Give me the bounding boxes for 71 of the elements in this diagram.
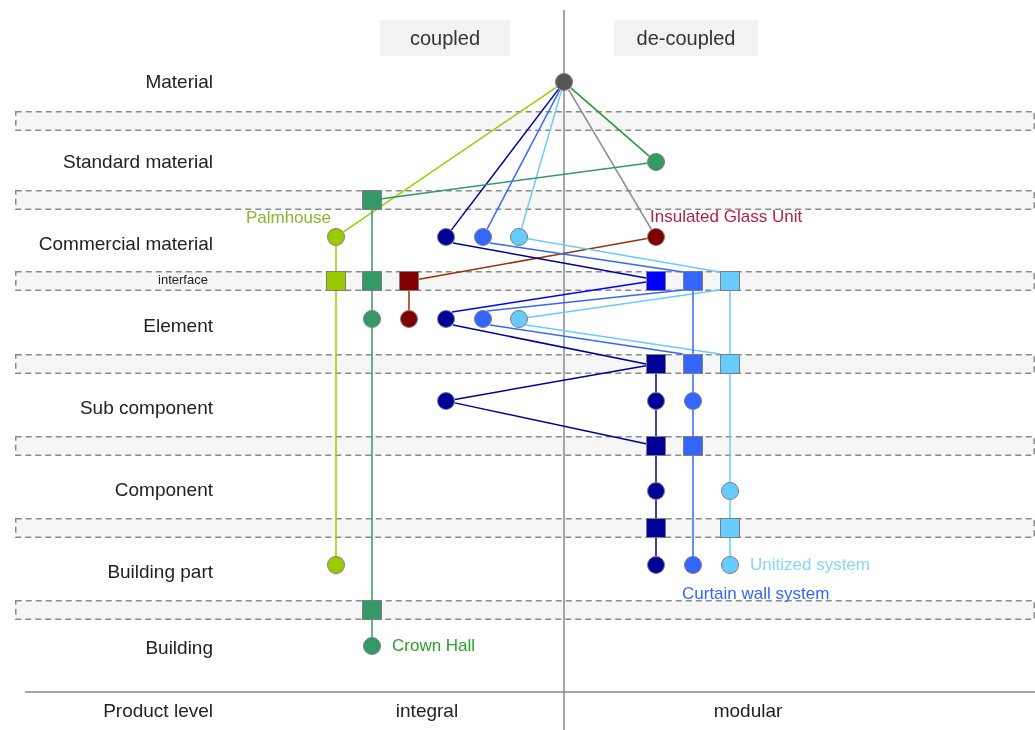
connector-line [655,499,657,519]
row-label: Element [143,314,213,338]
square-node [362,600,382,620]
connector-line [567,89,653,230]
connector-line [729,373,731,483]
square-node [683,436,703,456]
connector-line [527,289,721,319]
node-caption: Unitized system [750,555,870,575]
connector-line [692,290,694,355]
connector-line [729,499,731,519]
square-node [646,518,666,538]
node-caption: Curtain wall system [682,584,830,604]
axis-label: modular [713,699,783,723]
connector-line [729,537,731,557]
square-node [646,271,666,291]
connector-line [454,402,647,445]
node-caption: Crown Hall [392,636,476,656]
connector-line [570,87,650,157]
connector-line [381,162,648,200]
connector-line [486,89,561,230]
connector-line [452,242,647,279]
connector-line [655,373,657,393]
square-node [720,354,740,374]
connector-line [450,88,560,231]
connector-line [692,409,694,437]
connector-line [520,89,563,230]
connector-line [454,365,647,401]
connector-line [371,290,373,311]
column-header: de-coupled [614,20,758,56]
connector-line [371,209,373,272]
band-label: interface [158,272,208,288]
connector-line [527,238,721,273]
connector-line [371,327,373,601]
connector-line [451,281,647,313]
square-node [720,518,740,538]
row-label: Standard material [63,150,213,174]
square-node [399,271,419,291]
axis-label: integral [395,699,459,723]
connector-line [408,290,410,311]
row-label: Sub component [79,396,213,420]
row-label: Material [145,70,213,94]
connector-line [335,245,337,272]
square-node [326,271,346,291]
connector-line [489,242,684,273]
square-node [362,190,382,210]
row-label: Building [145,636,213,660]
connector-line [729,290,731,355]
connector-line [692,455,694,557]
connector-line [371,619,373,638]
row-label: Commercial material [38,232,213,256]
square-node [646,354,666,374]
column-header: coupled [380,20,510,56]
square-node [720,271,740,291]
connector-line [692,373,694,393]
row-label: Component [114,478,213,502]
row-label: Building part [107,560,213,584]
square-node [362,271,382,291]
connector-line [655,409,657,437]
connector-line [655,455,657,483]
connector-line [489,324,684,355]
connector-line [452,324,647,365]
node-caption: Insulated Glass Unit [650,207,803,227]
square-node [646,436,666,456]
connector-line [655,537,657,557]
connector-line [525,324,721,355]
axis-label: Product level [103,699,213,723]
connector-line [335,290,337,557]
node-caption: Palmhouse [245,208,331,228]
square-node [683,354,703,374]
connector-line [418,237,648,280]
square-node [683,271,703,291]
